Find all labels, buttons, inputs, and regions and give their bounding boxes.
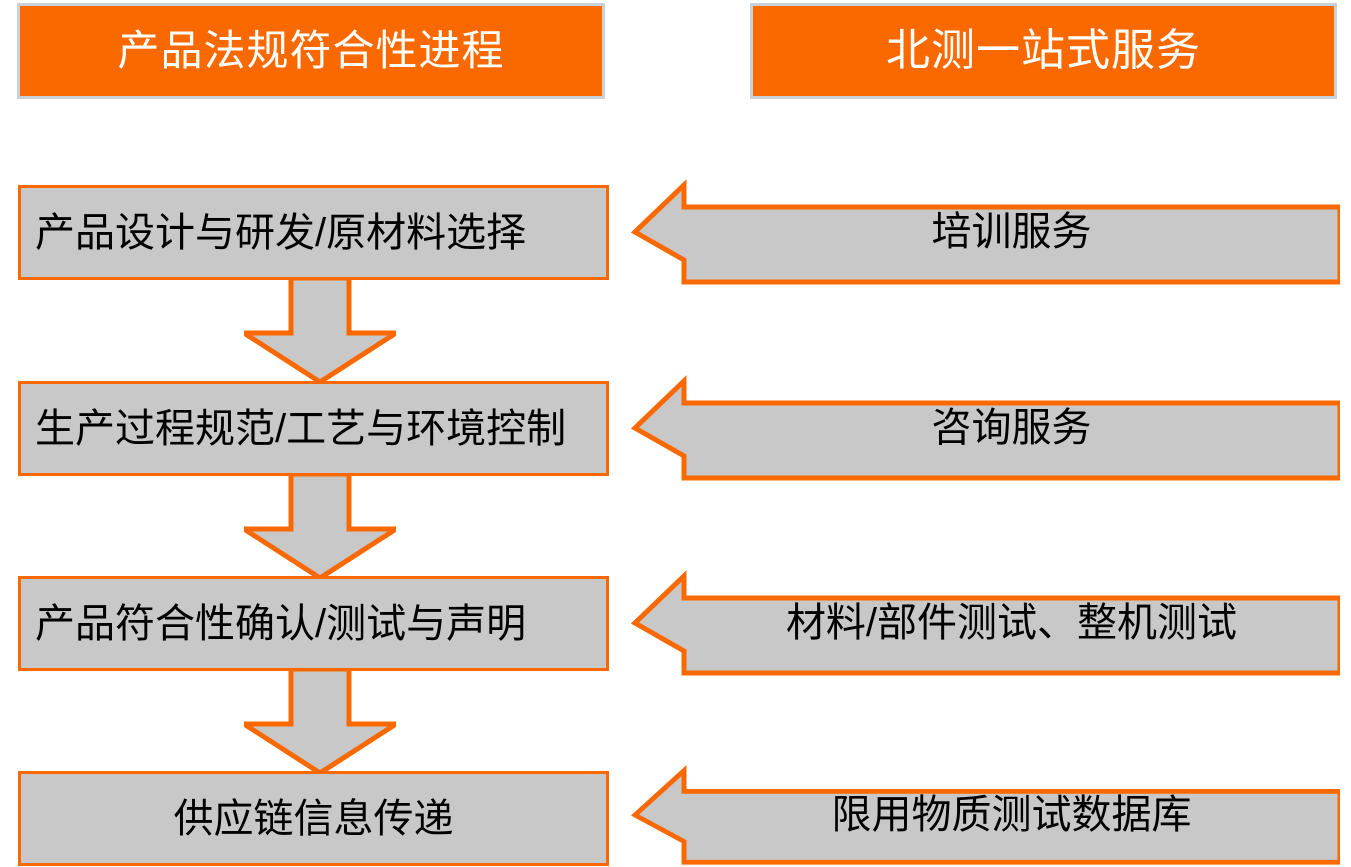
header-banner-process: 产品法规符合性进程 — [17, 3, 605, 99]
service-arrow-box-3[interactable]: 材料/部件测试、整机测试 — [631, 568, 1340, 678]
process-step-box-1[interactable]: 产品设计与研发/原材料选择 — [18, 185, 609, 280]
arrow-down-icon — [244, 669, 396, 773]
arrow-left-icon — [631, 375, 1340, 481]
arrow-left-icon — [631, 179, 1340, 285]
process-step-box-2[interactable]: 生产过程规范/工艺与环境控制 — [18, 381, 609, 476]
service-arrow-box-2[interactable]: 咨询服务 — [631, 373, 1340, 483]
process-step-box-4[interactable]: 供应链信息传递 — [18, 771, 609, 866]
process-step-label-3: 产品符合性确认/测试与声明 — [35, 601, 527, 646]
arrow-down-icon — [244, 278, 396, 382]
arrow-down-icon — [244, 474, 396, 578]
process-step-box-3[interactable]: 产品符合性确认/测试与声明 — [18, 576, 609, 671]
header-banner-process-label: 产品法规符合性进程 — [117, 27, 505, 74]
process-step-label-2: 生产过程规范/工艺与环境控制 — [35, 406, 567, 451]
arrow-left-icon — [631, 765, 1340, 865]
header-banner-services: 北测一站式服务 — [750, 3, 1337, 99]
header-banner-services-label: 北测一站式服务 — [886, 26, 1201, 75]
process-step-label-4: 供应链信息传递 — [173, 796, 454, 841]
process-step-label-1: 产品设计与研发/原材料选择 — [35, 210, 527, 255]
arrow-left-icon — [631, 570, 1340, 676]
service-arrow-box-1[interactable]: 培训服务 — [631, 177, 1340, 287]
service-arrow-box-4[interactable]: 限用物质测试数据库 — [631, 763, 1340, 867]
